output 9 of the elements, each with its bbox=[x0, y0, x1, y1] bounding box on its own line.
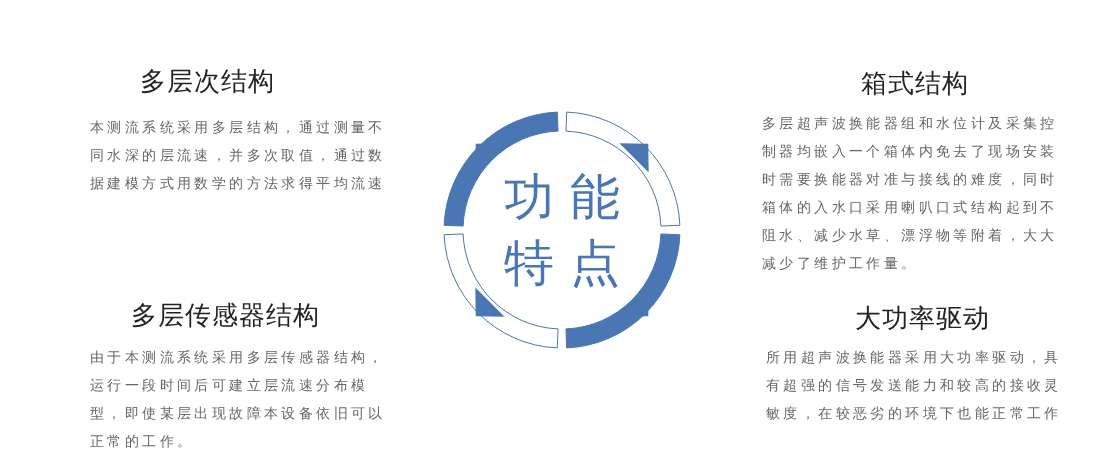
center-title: 功能特点 bbox=[503, 167, 637, 294]
description-text: 所用超声波换能器采用大功率驱动，具有超强的信号发送能力和较高的接收灵敏度，在较恶劣的环境下也能正常工作 bbox=[766, 348, 1063, 423]
description-text: 多层超声波换能器组和水位计及采集控制器均嵌入一个箱体内免去了现场安装时需要换能器对准与接线的难度，同时箱体的入水口采用喇叭口式结构起到不阻水、减少水草、漂浮物等附着，大大减少了维护工作量。 bbox=[762, 114, 1059, 273]
section-heading: 多层次结构 bbox=[138, 65, 276, 98]
section-heading: 箱式结构 bbox=[860, 67, 970, 100]
description-text: 本测流系统采用多层结构，通过测量不同水深的层流速，并多次取值，通过数据建模方式用数学的方法求得平均流速 bbox=[90, 118, 387, 193]
section-heading: 大功率驱动 bbox=[853, 302, 991, 335]
section-heading: 多层传感器结构 bbox=[129, 299, 321, 332]
description-text: 由于本测流系统采用多层传感器结构，运行一段时间后可建立层流速分布模型，即使某层出现故障本设备依旧可以正常的工作。 bbox=[90, 348, 387, 451]
